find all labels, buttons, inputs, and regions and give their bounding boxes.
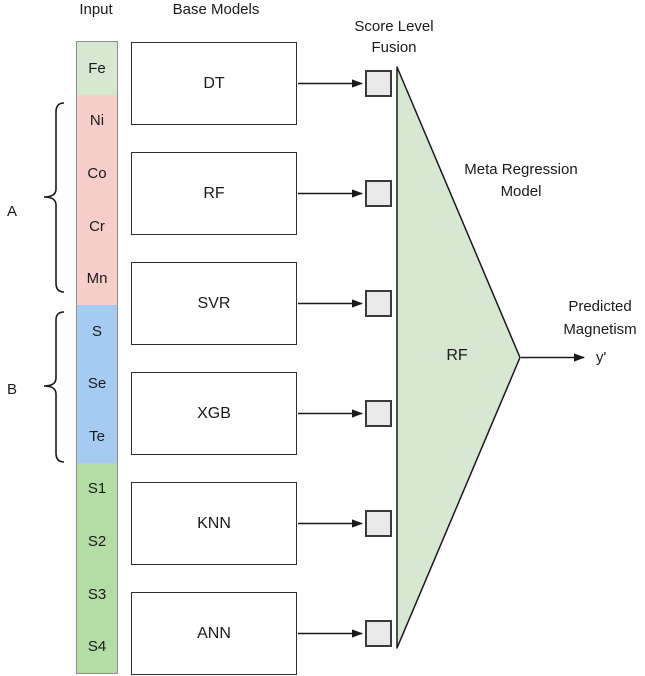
- base-model-label: DT: [203, 74, 225, 92]
- input-cell: S3: [77, 567, 117, 621]
- meta-regression-label: Meta Regression Model: [464, 161, 578, 200]
- input-cell-label: Ni: [89, 112, 105, 130]
- base-models-header: Base Models: [172, 1, 260, 18]
- input-cell: S: [77, 304, 117, 358]
- input-cell: Co: [77, 147, 117, 200]
- base-model-label: KNN: [197, 514, 231, 532]
- input-cell-label: S1: [87, 480, 107, 498]
- output-symbol: y': [596, 349, 607, 366]
- group-b-label: B: [6, 381, 17, 398]
- input-cell-label: S2: [87, 532, 107, 550]
- fusion-square: [365, 70, 392, 97]
- fusion-square: [365, 510, 392, 537]
- input-cell-label: S3: [87, 585, 107, 603]
- input-cell: S1: [77, 462, 117, 516]
- input-cell-label: S4: [87, 638, 107, 656]
- input-cell-label: Mn: [86, 270, 108, 288]
- score-arrows: [298, 79, 363, 638]
- input-cell: Ni: [77, 94, 117, 148]
- predicted-magnetism-label: Predicted Magnetism: [563, 298, 637, 338]
- base-model-label: RF: [203, 184, 225, 202]
- group-a-brace: [43, 102, 65, 293]
- base-model-box: RF: [131, 152, 297, 235]
- input-cell-label: Co: [87, 164, 107, 182]
- base-model-box: XGB: [131, 372, 297, 455]
- base-model-label: ANN: [197, 624, 231, 642]
- input-cell: Se: [77, 357, 117, 411]
- score-fusion-column: [365, 70, 392, 647]
- base-model-box: DT: [131, 42, 297, 125]
- base-model-box: SVR: [131, 262, 297, 345]
- input-cell: Fe: [77, 42, 117, 95]
- input-cell: Cr: [77, 199, 117, 253]
- base-model-box: KNN: [131, 482, 297, 565]
- score-level-fusion-label: Score Level Fusion: [354, 18, 434, 56]
- input-cell: Te: [77, 410, 117, 463]
- group-b-brace: [43, 311, 65, 463]
- base-model-label: SVR: [197, 294, 231, 312]
- fusion-square: [365, 620, 392, 647]
- fusion-square: [365, 180, 392, 207]
- fusion-square: [365, 400, 392, 427]
- input-cell: S2: [77, 515, 117, 568]
- fusion-square: [365, 290, 392, 317]
- meta-node-label: RF: [446, 347, 468, 364]
- group-a-label: A: [6, 203, 17, 220]
- input-cell-label: S: [91, 322, 102, 340]
- base-models-column: DT RF SVR XGB KNN ANN: [131, 42, 297, 675]
- input-cell-label: Te: [89, 427, 105, 445]
- input-header: Input: [79, 1, 113, 18]
- input-cell-label: Se: [87, 375, 107, 393]
- input-feature-column: Fe Ni Co Cr Mn S Se: [76, 41, 118, 674]
- input-cell: S4: [77, 620, 117, 673]
- meta-regression-triangle: [396, 66, 521, 649]
- input-cell: Mn: [77, 252, 117, 305]
- input-cell-label: Fe: [88, 59, 106, 77]
- input-cell-label: Cr: [89, 217, 105, 235]
- base-model-label: XGB: [197, 404, 231, 422]
- base-model-box: ANN: [131, 592, 297, 675]
